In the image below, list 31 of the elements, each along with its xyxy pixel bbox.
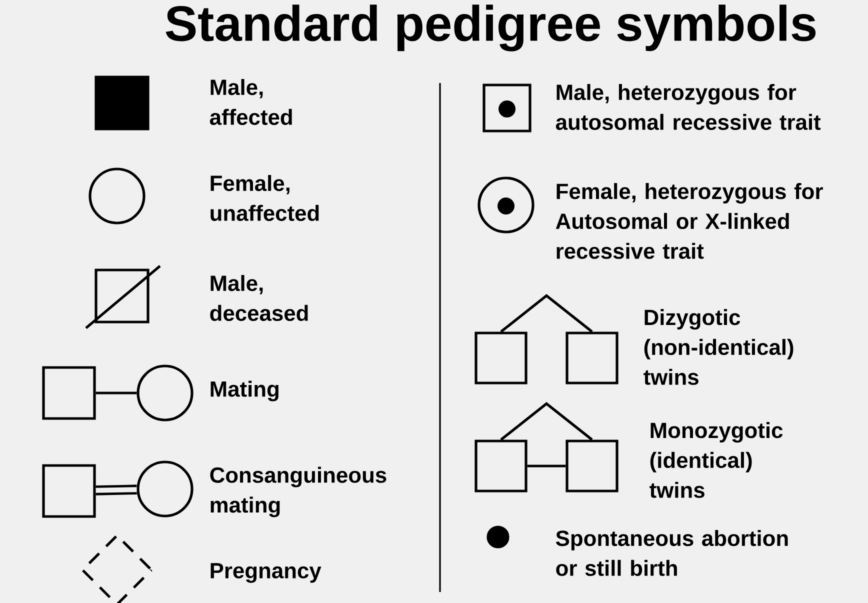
symbol-description: Female, unaffected bbox=[210, 175, 319, 221]
heterozygous-male-square bbox=[482, 84, 532, 132]
twin-square bbox=[474, 332, 528, 384]
male-square bbox=[42, 464, 96, 518]
symbol-description: Consanguineous mating bbox=[210, 466, 386, 518]
female-circle bbox=[88, 168, 146, 224]
twin-line bbox=[500, 294, 593, 333]
symbol-description: Dizygotic (non-identical) twins bbox=[644, 309, 794, 385]
symbol-description: Female, heterozygous for Autosomal or X-linked recessive trait bbox=[556, 183, 823, 259]
monozygotic-line bbox=[527, 464, 566, 468]
symbol-description: Male, deceased bbox=[210, 275, 308, 321]
symbol-description: Male, heterozygous for autosomal recessive trait bbox=[556, 84, 821, 130]
symbol-description: Mating bbox=[210, 380, 278, 402]
symbol-description: Spontaneous abortion or still birth bbox=[556, 530, 788, 576]
consanguineous-mating-line bbox=[96, 484, 137, 496]
symbol-description: Monozygotic (identical) twins bbox=[650, 422, 783, 498]
symbol-description: Male, affected bbox=[210, 79, 292, 125]
female-circle bbox=[136, 460, 194, 518]
title: Standard pedigree symbols bbox=[166, 4, 816, 52]
twin-line bbox=[500, 402, 593, 441]
twin-square bbox=[474, 440, 528, 492]
twin-square bbox=[566, 332, 618, 384]
mating-line bbox=[96, 392, 137, 394]
twin-square bbox=[566, 440, 618, 492]
heterozygous-female-circle bbox=[478, 176, 534, 234]
male-square bbox=[42, 366, 96, 420]
deceased-male-square bbox=[85, 265, 161, 329]
symbol-description: Pregnancy bbox=[210, 563, 322, 583]
affected-male-square bbox=[94, 76, 150, 130]
female-circle bbox=[136, 364, 194, 422]
abortion-dot bbox=[486, 526, 510, 548]
